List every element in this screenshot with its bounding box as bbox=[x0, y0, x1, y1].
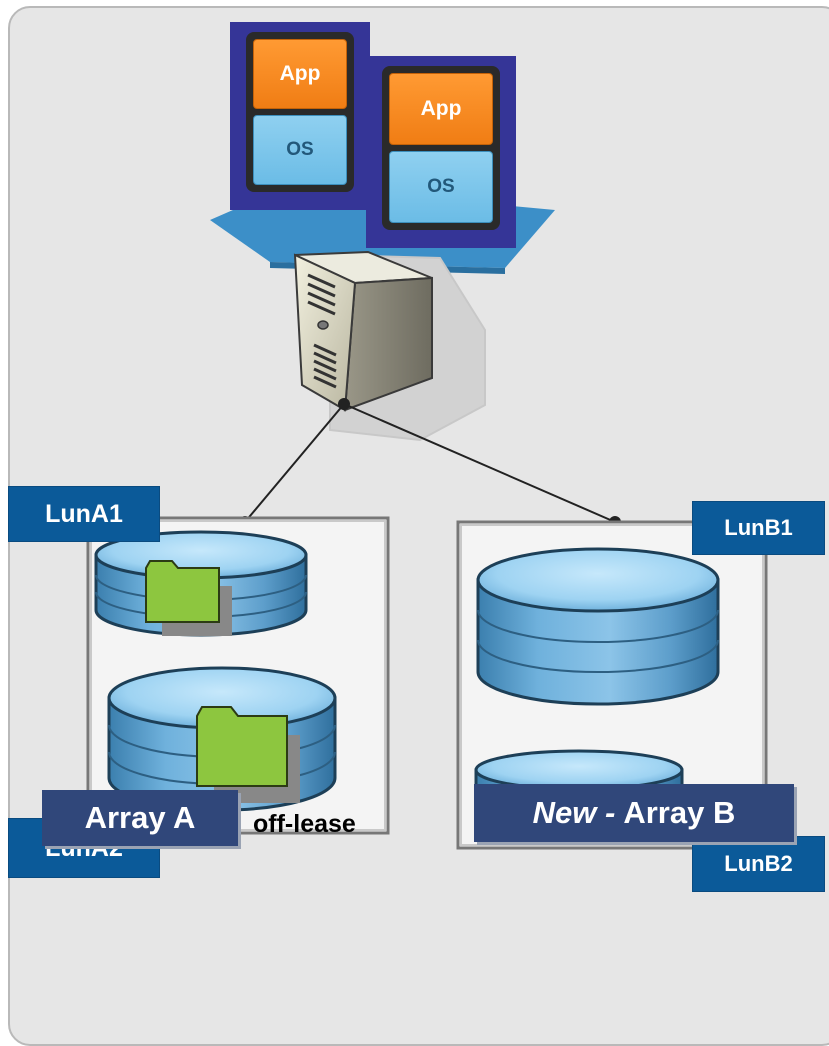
vm-2-os-block: OS bbox=[389, 151, 493, 223]
disk-b1-icon bbox=[476, 547, 720, 706]
server-port-dot bbox=[338, 398, 350, 410]
vm-1-os-block: OS bbox=[253, 115, 347, 185]
vm-2-app-block: App bbox=[389, 73, 493, 145]
array-a-label: Array A bbox=[42, 790, 238, 846]
array-b-new-prefix: New - bbox=[532, 795, 616, 830]
vm-2: App OS bbox=[366, 56, 516, 248]
off-lease-label: off-lease bbox=[253, 809, 356, 838]
link-server-array-a bbox=[244, 403, 345, 523]
vm-1-app-block: App bbox=[253, 39, 347, 109]
lun-b2-label: LunB2 bbox=[692, 836, 825, 892]
lun-a1-label: LunA1 bbox=[8, 486, 160, 542]
server-icon bbox=[293, 250, 433, 412]
array-b-name: Array B bbox=[623, 795, 736, 830]
folder-a1-icon bbox=[145, 560, 232, 636]
vm-2-screen: App OS bbox=[382, 66, 500, 230]
link-server-array-b bbox=[343, 403, 616, 523]
vm-1-screen: App OS bbox=[246, 32, 354, 192]
vm-1: App OS bbox=[230, 22, 370, 210]
lun-b1-label: LunB1 bbox=[692, 501, 825, 555]
array-b-label: New - Array B bbox=[474, 784, 794, 842]
